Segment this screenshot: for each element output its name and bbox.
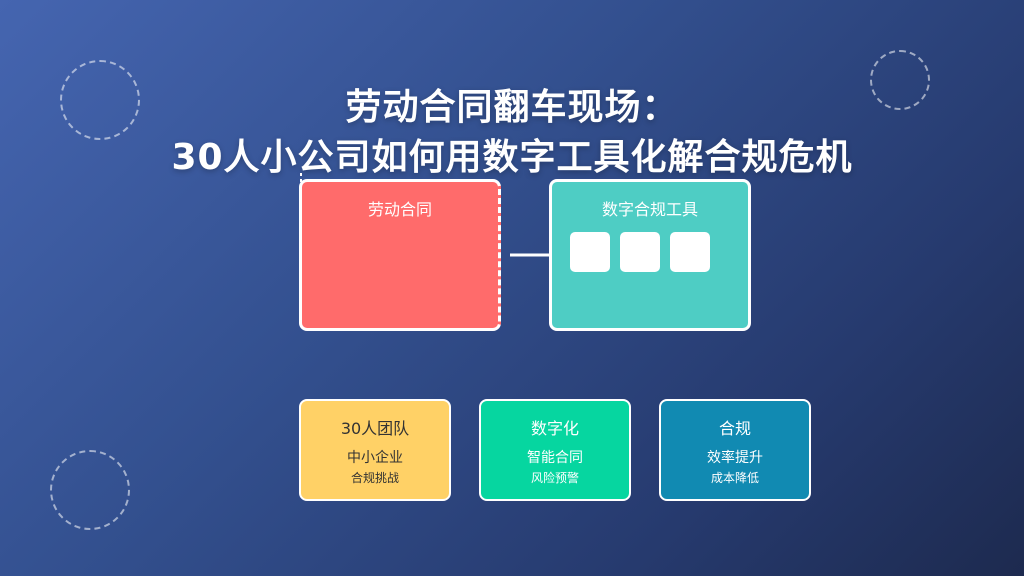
- dash-mark-icon: [300, 173, 302, 185]
- card-line1: 智能合同: [527, 450, 583, 466]
- card-line2: 成本降低: [710, 471, 759, 485]
- card-line2: 合规挑战: [350, 471, 399, 485]
- tool-tile-2: [620, 232, 660, 272]
- card-title: 数字化: [530, 419, 579, 438]
- page-title-line1: 劳动合同翻车现场：: [345, 87, 679, 128]
- page-title-line2: 30人小公司如何用数字工具化解合规危机: [171, 137, 853, 178]
- tool-tile-3: [670, 232, 710, 272]
- decorative-circle-bottom-left: [50, 450, 130, 530]
- contract-box: 劳动合同: [299, 179, 501, 331]
- decorative-circle-top-right: [870, 50, 930, 110]
- tool-tile-1: [570, 232, 610, 272]
- tools-box-label: 数字合规工具: [601, 200, 698, 219]
- card-team: 30人团队 中小企业 合规挑战: [299, 399, 451, 501]
- card-line2: 风险预警: [530, 471, 579, 485]
- card-digital: 数字化 智能合同 风险预警: [479, 399, 631, 501]
- card-line1: 效率提升: [707, 450, 763, 466]
- tools-box: 数字合规工具: [549, 179, 751, 331]
- card-line1: 中小企业: [347, 450, 403, 466]
- contract-box-label: 劳动合同: [367, 200, 432, 219]
- decorative-circle-top-left: [60, 60, 140, 140]
- card-title: 30人团队: [340, 419, 410, 438]
- card-compliance: 合规 效率提升 成本降低: [659, 399, 811, 501]
- card-title: 合规: [718, 419, 751, 438]
